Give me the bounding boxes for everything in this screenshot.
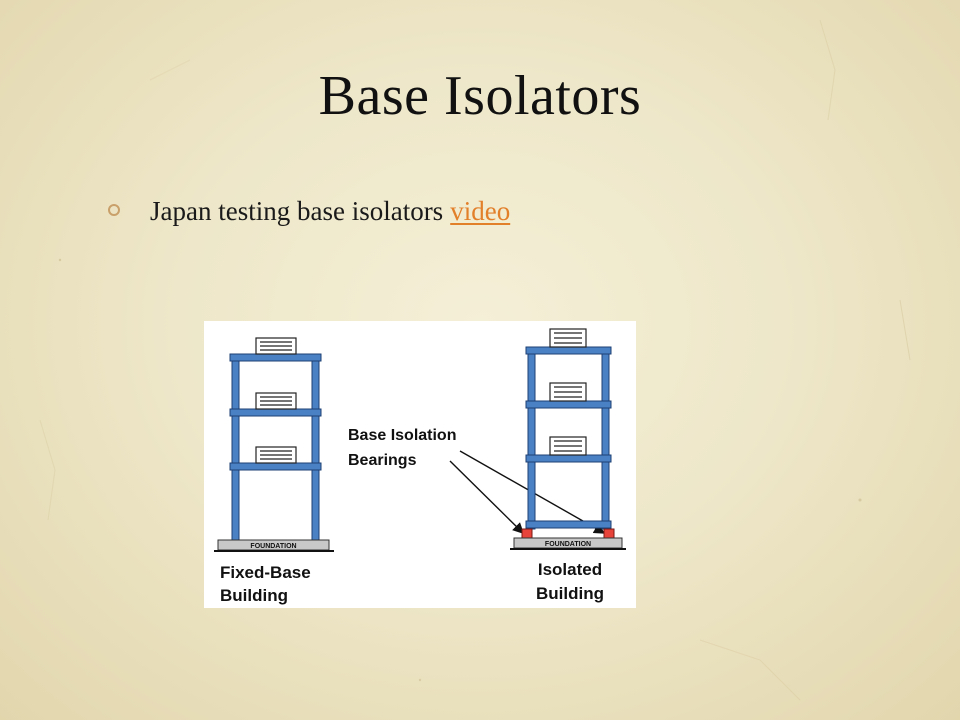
fixed-building-floor-units	[255, 337, 297, 464]
base-isolation-diagram: FOUNDATION Fixed-Base Building Base Isol…	[204, 321, 636, 608]
callout-label-line1: Base Isolation	[348, 427, 456, 444]
fixed-foundation-label: FOUNDATION	[250, 543, 296, 550]
isolated-building-frame	[525, 346, 612, 530]
fixed-caption-line1: Fixed-Base	[220, 563, 311, 582]
fixed-caption-line2: Building	[220, 586, 288, 605]
video-link[interactable]: video	[450, 195, 511, 226]
bullet-item: Japan testing base isolators video	[108, 191, 510, 231]
isolated-building-floor-units	[549, 328, 587, 456]
slide-title: Base Isolators	[318, 65, 642, 127]
bullet-circle-icon	[108, 204, 120, 216]
isolated-caption-line1: Isolated	[538, 560, 602, 579]
isolated-building: FOUNDATION Isolated Building	[510, 328, 626, 603]
callout-label-line2: Bearings	[348, 452, 417, 469]
fixed-building-frame	[229, 353, 322, 541]
isolated-foundation-label: FOUNDATION	[545, 541, 591, 548]
isolated-caption-line2: Building	[536, 584, 604, 603]
bullet-text: Japan testing base isolators	[150, 195, 444, 226]
fixed-base-building: FOUNDATION Fixed-Base Building	[214, 337, 334, 605]
